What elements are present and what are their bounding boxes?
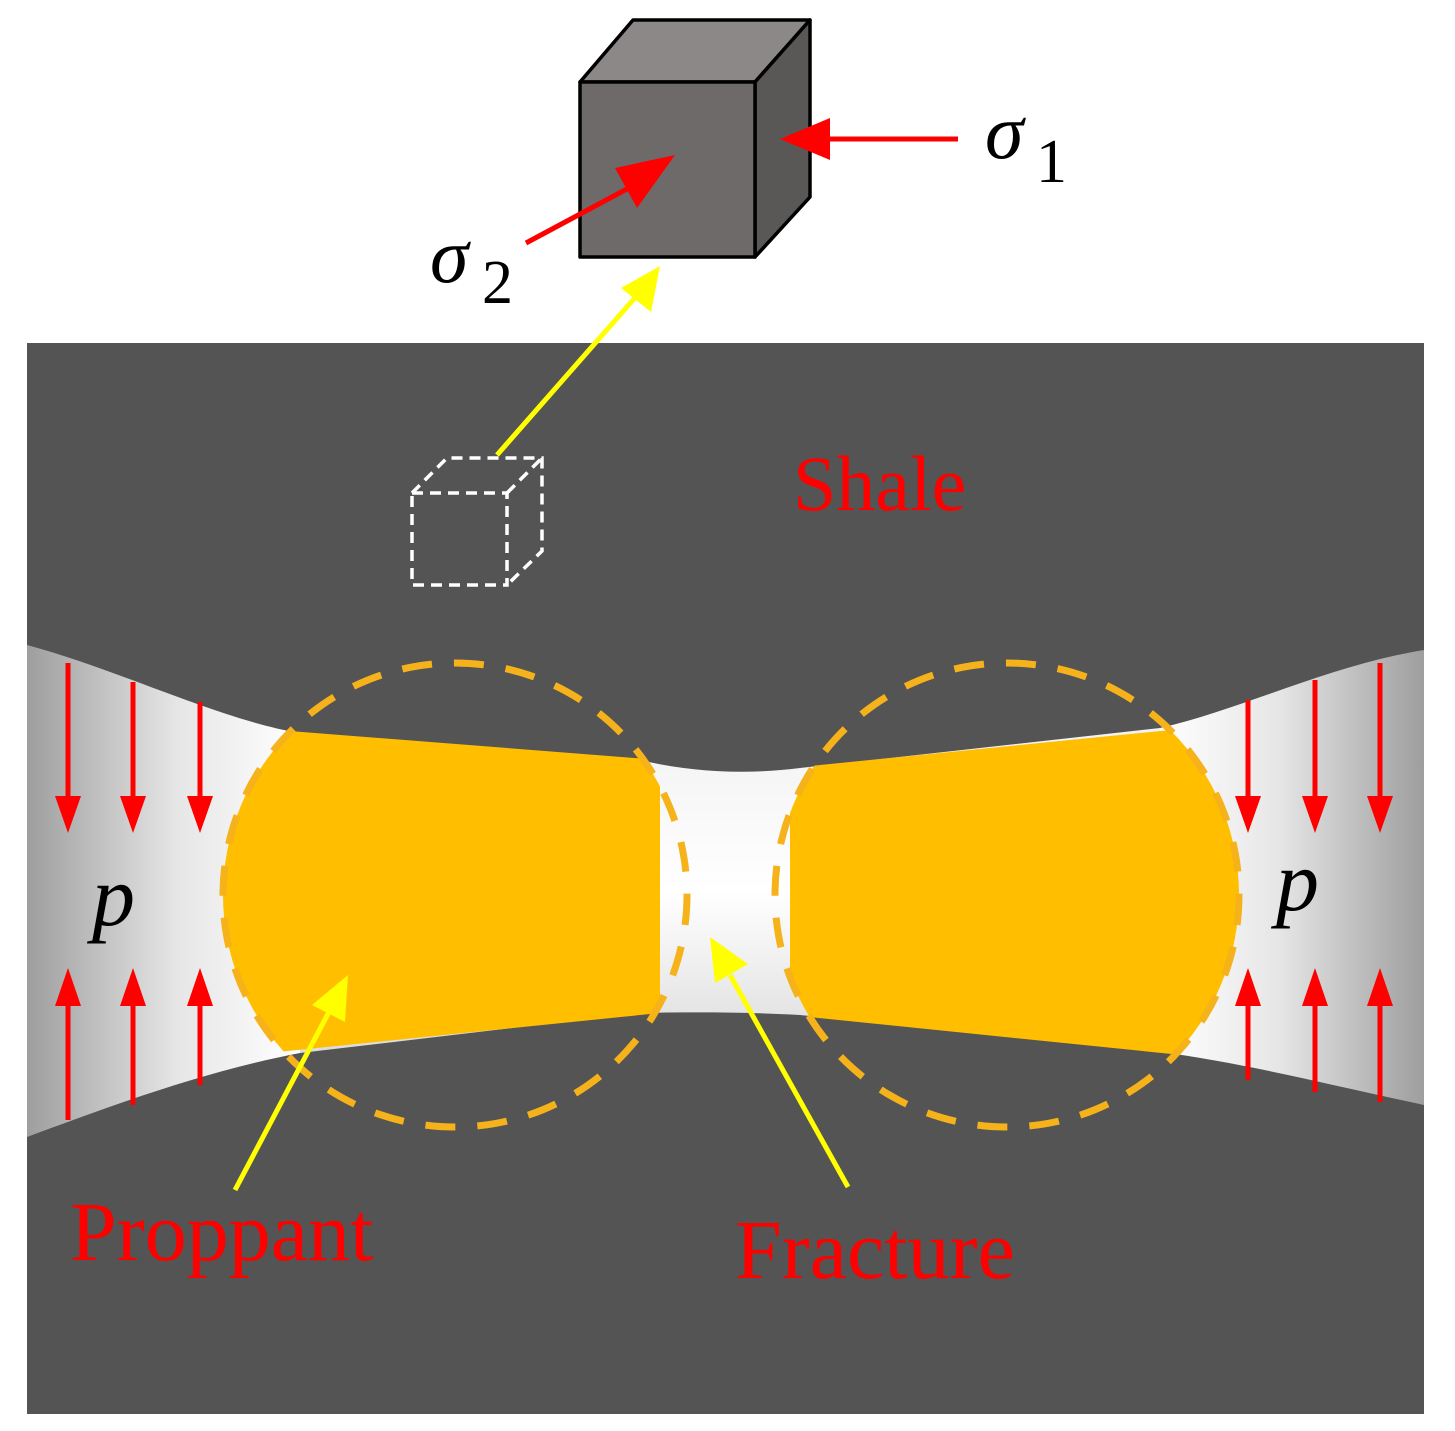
sigma1-arrow: [780, 118, 958, 160]
sigma2-symbol: σ: [430, 212, 471, 299]
pressure-arrow-down: [1235, 700, 1261, 833]
sigma1-subscript: 1: [1036, 128, 1067, 196]
pressure-arrow-up: [55, 968, 81, 1120]
sigma2-label: σ 2: [430, 212, 513, 317]
sigma1-label: σ 1: [985, 88, 1067, 196]
proppant-left: [219, 659, 691, 1131]
pressure-arrow-up: [1235, 968, 1261, 1080]
stress-element-cube: [578, 18, 812, 259]
proppant-right: [771, 659, 1243, 1131]
fracture-pointer-arrow: [710, 937, 851, 1189]
pressure-arrow-down: [1367, 663, 1393, 833]
pressure-arrow-down: [120, 682, 146, 833]
element-pointer-arrow: [495, 266, 660, 457]
proppant-label: Proppant: [70, 1186, 373, 1279]
cube-front-face: [578, 80, 757, 259]
sigma2-subscript: 2: [482, 249, 513, 317]
proppant-left-outline: [219, 659, 691, 1131]
pressure-arrow-up: [120, 968, 146, 1105]
pressure-arrows-right: [1235, 663, 1393, 1102]
pressure-arrow-down: [187, 702, 213, 833]
fracture-label: Fracture: [735, 1204, 1015, 1297]
sigma1-symbol: σ: [985, 88, 1026, 175]
pressure-arrows-left: [55, 663, 213, 1120]
proppant-right-outline: [771, 659, 1243, 1131]
pressure-arrow-down: [55, 663, 81, 833]
proppant-pointer-arrow: [232, 975, 348, 1192]
sigma2-arrow: [524, 155, 675, 246]
pressure-arrow-up: [1367, 968, 1393, 1102]
pressure-arrow-down: [1302, 680, 1328, 833]
shale-label: Shale: [793, 440, 966, 527]
pressure-arrow-up: [1302, 968, 1328, 1092]
reference-element-cube: [410, 456, 544, 587]
pressure-label-right: p: [1270, 833, 1319, 929]
pressure-arrow-up: [187, 968, 213, 1085]
pressure-label-left: p: [86, 848, 135, 944]
